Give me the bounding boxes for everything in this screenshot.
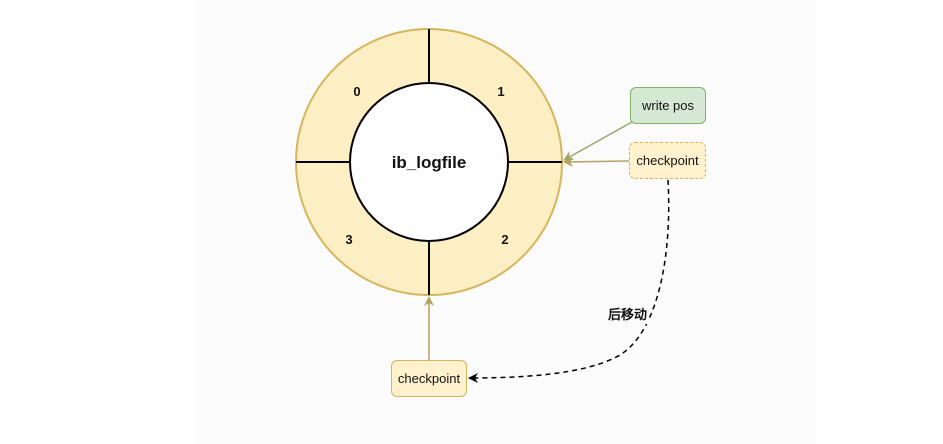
checkpoint-before-node: checkpoint xyxy=(629,142,706,179)
segment-label-1: 1 xyxy=(497,84,504,99)
segment-label-2: 2 xyxy=(501,232,508,247)
write-pos-node: write pos xyxy=(630,87,706,124)
ring-inner xyxy=(349,82,509,242)
write-pos-arrow xyxy=(563,121,633,161)
checkpoint-after-node: checkpoint xyxy=(391,360,467,397)
checkpoint-move-arrow xyxy=(468,179,670,383)
segment-label-3: 3 xyxy=(345,232,352,247)
center-label: ib_logfile xyxy=(392,153,467,172)
segment-label-0: 0 xyxy=(353,84,360,99)
move-label: 后移动 xyxy=(606,303,650,324)
checkpoint-before-arrow xyxy=(563,156,630,167)
